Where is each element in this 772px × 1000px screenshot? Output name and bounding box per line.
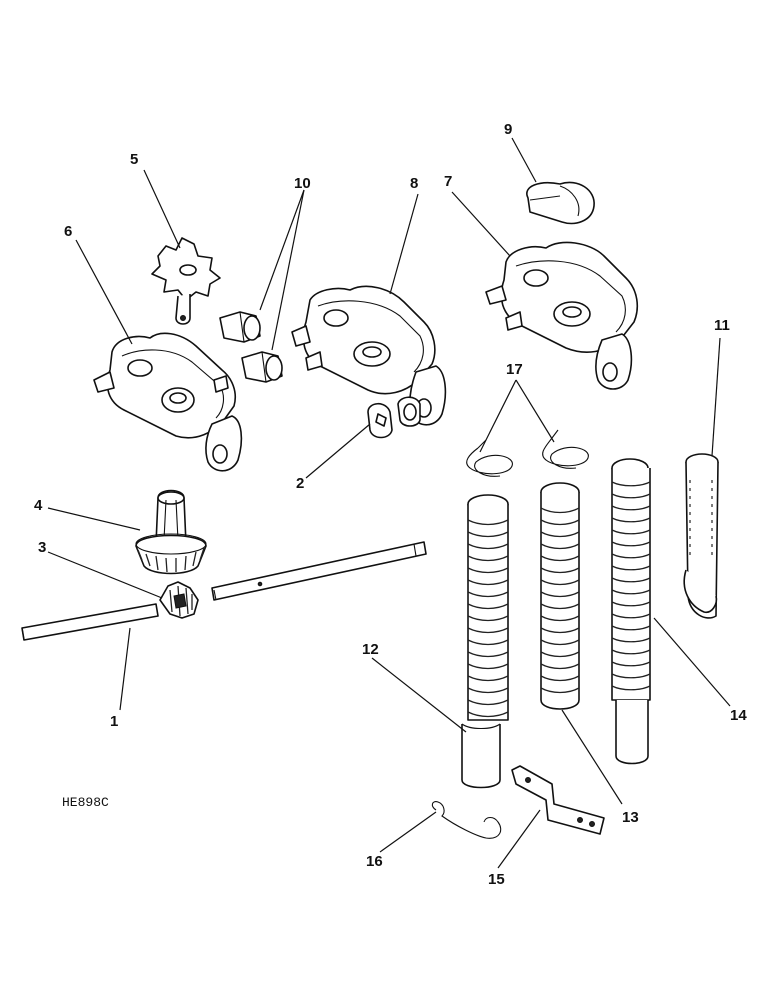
- figure-code: HE898C: [62, 795, 109, 810]
- part-1-shafts: [21, 541, 427, 641]
- part-3-pinion: [159, 581, 199, 619]
- part-14-tube: [611, 458, 651, 765]
- part-15-bracket: [511, 765, 605, 835]
- callout-9: 9: [504, 121, 512, 138]
- part-5-sprocket: [151, 237, 221, 325]
- part-11-spout: [683, 453, 719, 619]
- part-17-springs: [466, 429, 589, 477]
- callout-2: 2: [296, 475, 304, 492]
- part-13-tube: [540, 482, 580, 710]
- part-9-cap: [526, 181, 595, 225]
- callout-13: 13: [622, 809, 639, 826]
- callout-7: 7: [444, 173, 452, 190]
- callout-6: 6: [64, 223, 72, 240]
- callout-17: 17: [506, 361, 523, 378]
- callout-labels: 5 6 10 8 7 9 11 2 4 3 1 17 12 13 14 15 1…: [34, 121, 747, 888]
- part-12-tube: [461, 494, 509, 789]
- part-2-bearing: [367, 396, 421, 439]
- callout-1: 1: [110, 713, 118, 730]
- part-10-blocks: [219, 311, 283, 383]
- part-8-housing: [291, 285, 447, 426]
- callout-5: 5: [130, 151, 138, 168]
- part-4-gear: [135, 489, 207, 575]
- callout-10: 10: [294, 175, 311, 192]
- callout-8: 8: [410, 175, 418, 192]
- leader-lines: [47, 137, 731, 869]
- part-7-housing: [485, 241, 639, 390]
- callout-3: 3: [38, 539, 46, 556]
- callout-12: 12: [362, 641, 379, 658]
- part-6-housing: [93, 332, 243, 472]
- callout-4: 4: [34, 497, 43, 514]
- callout-14: 14: [730, 707, 747, 724]
- part-16-clip: [431, 801, 502, 839]
- callout-11: 11: [714, 317, 730, 334]
- callout-16: 16: [366, 853, 383, 870]
- callout-15: 15: [488, 871, 505, 888]
